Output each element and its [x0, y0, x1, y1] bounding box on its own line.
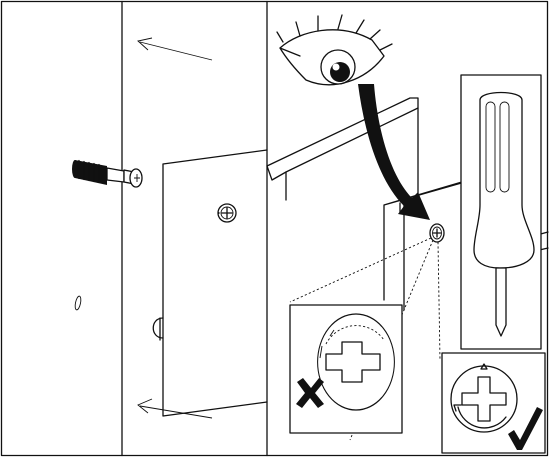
eye-icon	[277, 15, 392, 85]
motion-arrow-icon-lower	[138, 399, 212, 418]
left-panel	[72, 2, 267, 456]
shelf-board	[160, 150, 267, 416]
dowel-stub	[153, 318, 163, 338]
wrong-orientation-inset	[290, 305, 402, 433]
cam-dowel-icon	[72, 160, 142, 187]
motion-arrow-icon	[138, 38, 212, 60]
screwdriver-inset	[461, 75, 541, 349]
cam-lock-icon-right	[430, 224, 444, 242]
correct-orientation-inset	[442, 353, 545, 453]
cam-lock-icon	[218, 204, 236, 222]
right-panel	[267, 15, 548, 453]
dowel-hole-icon	[74, 296, 82, 311]
curved-arrow-icon	[358, 84, 430, 220]
leader-line-right	[438, 242, 440, 360]
